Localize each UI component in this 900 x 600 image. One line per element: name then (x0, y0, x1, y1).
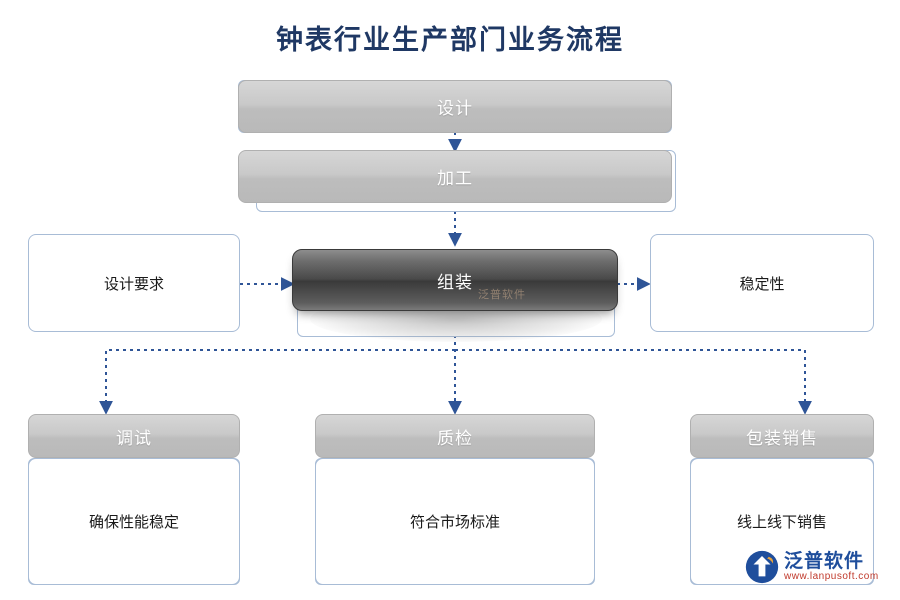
page-title: 钟表行业生产部门业务流程 (276, 25, 624, 55)
node-stability-label: 稳定性 (739, 275, 785, 293)
node-packaging-desc-label: 线上线下销售 (736, 514, 827, 531)
logo-mark-icon (745, 550, 779, 584)
node-quality[interactable]: 质检 (315, 414, 595, 458)
node-packaging-label: 包装销售 (746, 428, 818, 448)
node-packaging-desc[interactable]: 线上线下销售 (690, 458, 874, 585)
edge-assembly-debug (99, 349, 455, 415)
node-processing[interactable]: 加工 (238, 150, 672, 203)
logo-cn-label: 泛普软件 (784, 550, 865, 572)
node-stability[interactable]: 稳定性 (650, 234, 874, 332)
center-watermark: 泛普软件 (478, 289, 526, 301)
node-assembly[interactable]: 组装 (292, 249, 618, 311)
edge-assembly-packaging (455, 349, 812, 415)
node-quality-desc[interactable]: 符合市场标准 (315, 458, 595, 585)
logo-text: 泛普软件 www.lanpusoft.com (784, 550, 879, 582)
node-debug-desc-label: 确保性能稳定 (88, 514, 179, 531)
node-design[interactable]: 设计 (238, 80, 672, 133)
node-packaging[interactable]: 包装销售 (690, 414, 874, 458)
node-design-requirement-label: 设计要求 (103, 275, 164, 293)
node-assembly-label: 组装 (437, 272, 473, 292)
node-debug-label: 调试 (116, 428, 152, 448)
node-quality-label: 质检 (437, 428, 473, 448)
node-processing-label: 加工 (437, 169, 473, 188)
node-debug-desc[interactable]: 确保性能稳定 (28, 458, 240, 585)
node-debug[interactable]: 调试 (28, 414, 240, 458)
logo-en-label: www.lanpusoft.com (784, 570, 879, 582)
node-quality-desc-label: 符合市场标准 (409, 514, 500, 531)
node-design-requirement[interactable]: 设计要求 (28, 234, 240, 332)
node-design-label: 设计 (437, 99, 473, 118)
brand-logo: 泛普软件 www.lanpusoft.com (745, 545, 885, 589)
